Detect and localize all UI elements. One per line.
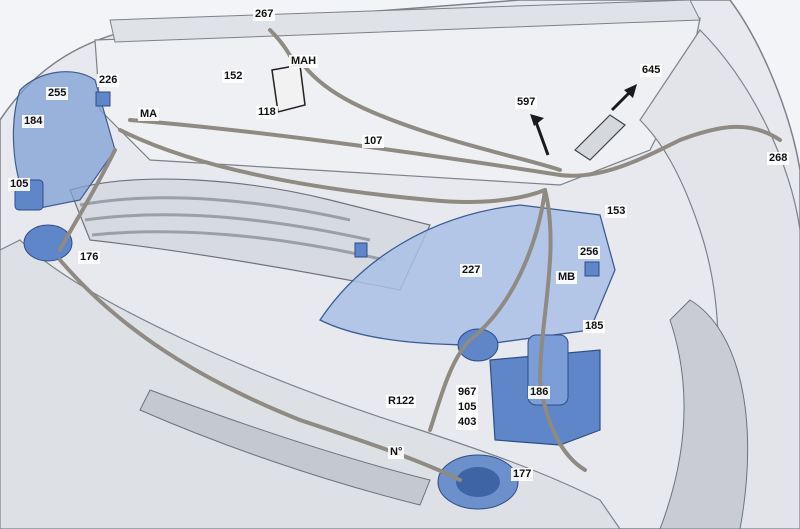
arrow-645	[610, 90, 632, 112]
wheel-arch	[659, 299, 749, 529]
label-r122: R122	[386, 395, 417, 408]
label-176: 176	[78, 251, 101, 264]
label-645: 645	[640, 64, 663, 77]
battery	[271, 64, 306, 113]
connector-256	[584, 261, 600, 277]
label-967: 967	[458, 386, 477, 398]
label-227: 227	[460, 264, 483, 277]
engine-bay	[94, 17, 701, 186]
label-mb: MB	[556, 271, 578, 284]
label-105-right: 105	[458, 401, 477, 413]
left-headlamp	[12, 71, 116, 211]
cowl-panel	[109, 0, 701, 43]
label-ma: MA	[138, 108, 160, 121]
fuse-relay	[574, 114, 626, 161]
connector-side	[354, 242, 368, 258]
label-184: 184	[22, 115, 45, 128]
label-268: 268	[767, 152, 790, 165]
label-group-967-105-403: 967 105 403	[456, 385, 479, 430]
label-107: 107	[362, 135, 385, 148]
label-mah: MAH	[289, 55, 319, 68]
horn	[457, 328, 499, 362]
label-226: 226	[97, 74, 120, 87]
label-267: 267	[253, 8, 276, 21]
direction-arrows	[530, 84, 637, 156]
label-403: 403	[458, 416, 477, 428]
label-256: 256	[578, 246, 601, 259]
label-153: 153	[605, 205, 628, 218]
arrow-597	[534, 121, 550, 156]
wiring-harness	[58, 28, 782, 482]
label-597: 597	[515, 96, 538, 109]
connector-226	[95, 91, 111, 107]
label-185: 185	[583, 320, 606, 333]
left-fog-lamp	[23, 224, 73, 262]
label-177: 177	[511, 468, 534, 481]
label-n-degree: N°	[388, 446, 405, 459]
label-255: 255	[46, 87, 69, 100]
label-118: 118	[256, 106, 278, 119]
lower-intake	[139, 389, 431, 506]
label-105-left: 105	[8, 178, 31, 191]
label-152: 152	[222, 70, 245, 83]
label-186: 186	[528, 386, 551, 399]
